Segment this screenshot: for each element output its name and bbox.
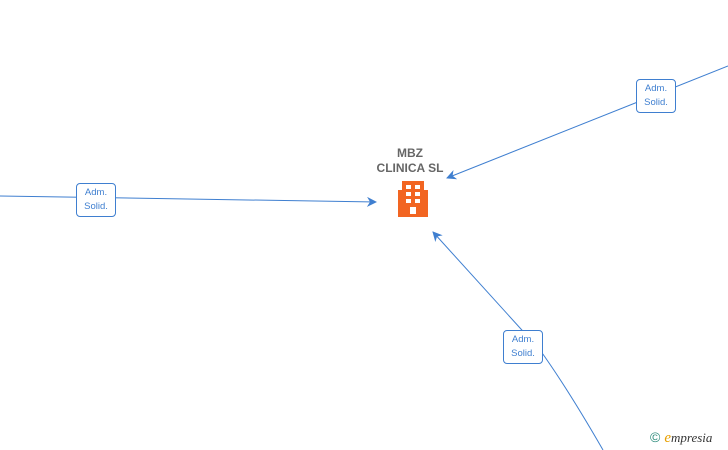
brand-name-rest: mpresia [671,430,713,445]
edge-label-top-right[interactable]: Adm. Solid. [636,79,676,113]
company-name-line1: MBZ [397,146,423,160]
edge-label-left-line2: Solid. [84,201,108,212]
edge-label-bottom[interactable]: Adm. Solid. [503,330,543,364]
company-name[interactable]: MBZ CLINICA SL [350,146,470,176]
edge-top-right [446,65,728,180]
edge-label-top-right-line2: Solid. [644,97,668,108]
edge-label-bottom-line1: Adm. [511,334,535,345]
building-icon[interactable] [396,181,430,217]
brand-first-letter: e [664,430,671,446]
copyright-icon: © [650,429,661,445]
edge-left [0,195,377,207]
brand-watermark: ©empresia [650,429,712,449]
edge-label-bottom-line2: Solid. [511,348,535,359]
edge-label-top-right-line1: Adm. [644,83,668,94]
edge-label-left[interactable]: Adm. Solid. [76,183,116,217]
company-name-line2: CLINICA SL [376,161,444,175]
edge-label-left-line1: Adm. [84,187,108,198]
